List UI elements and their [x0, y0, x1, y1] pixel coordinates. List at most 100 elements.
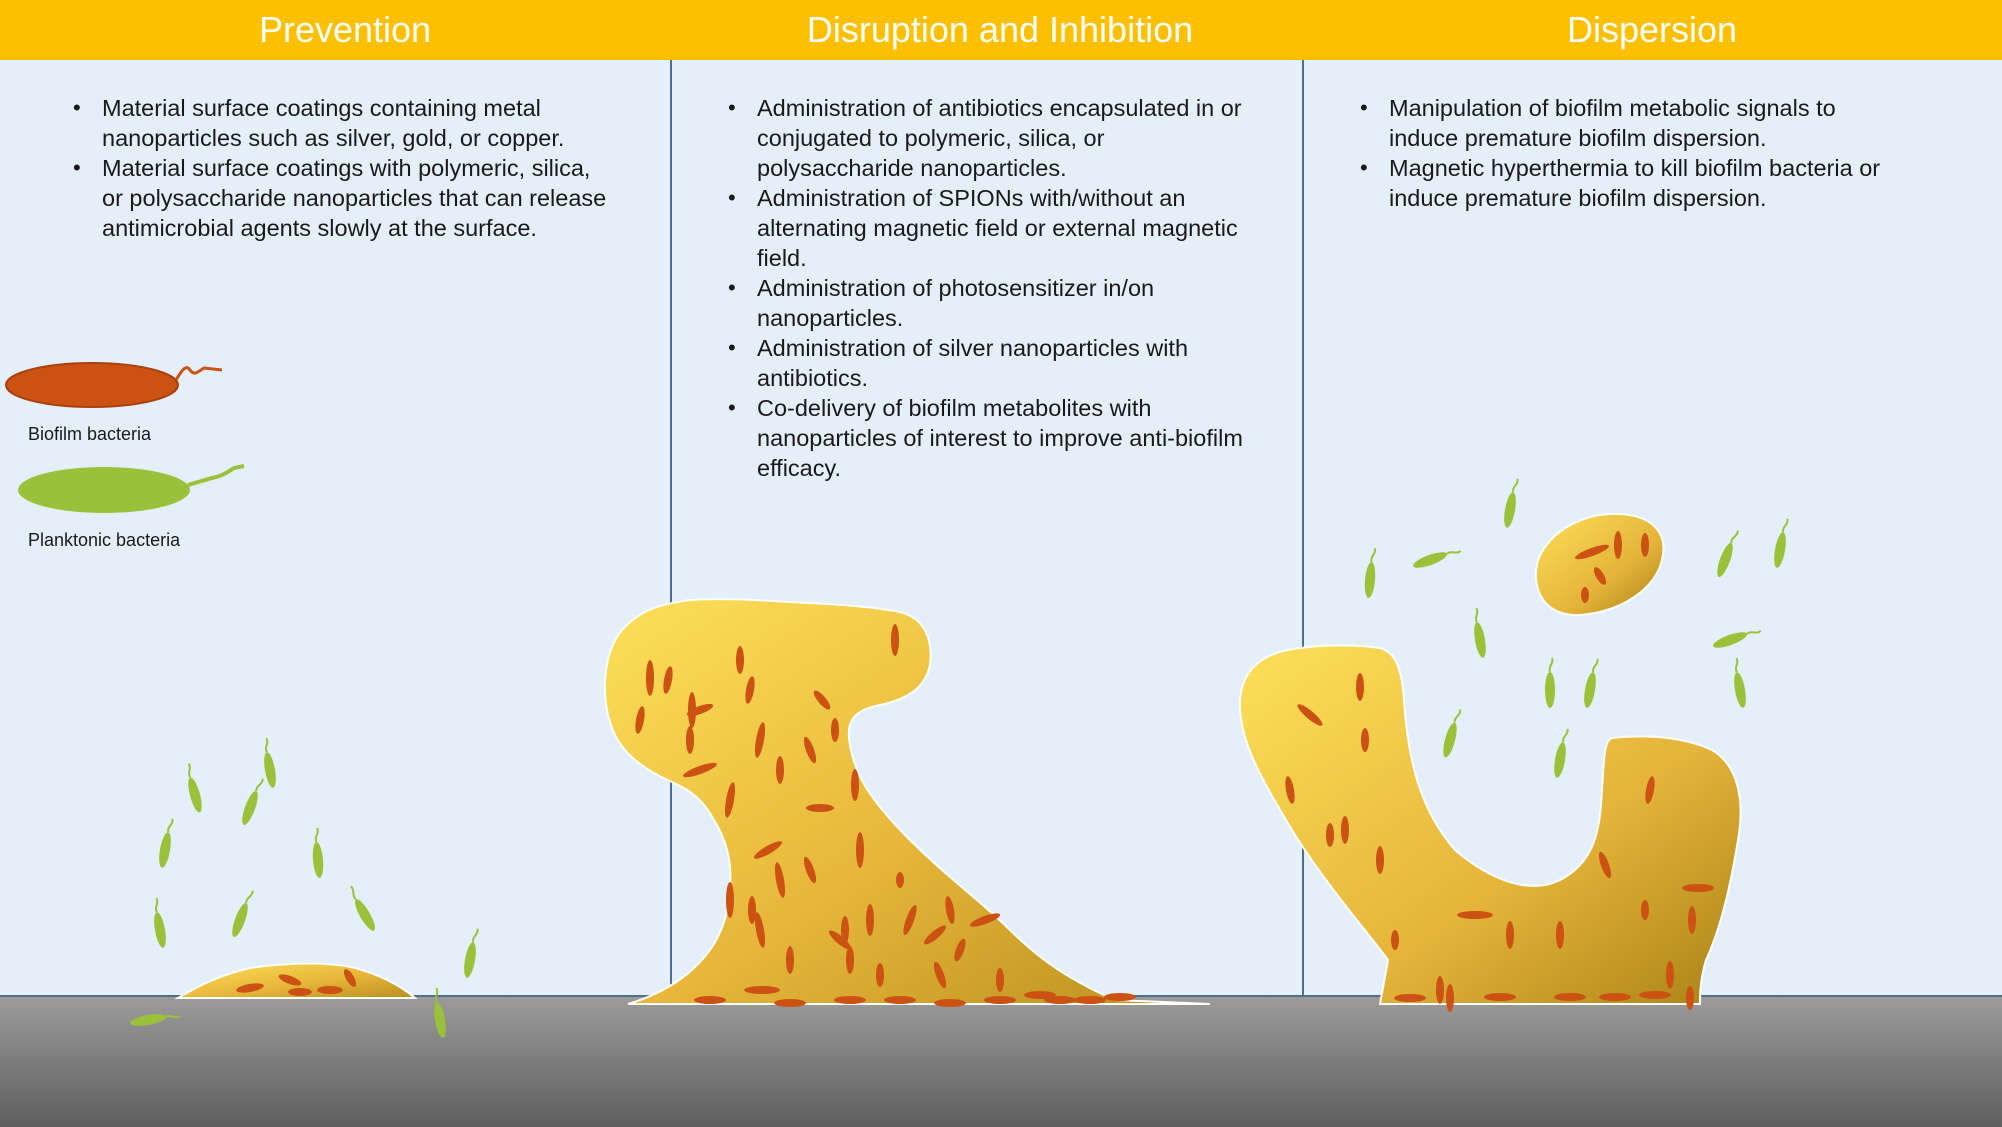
- planktonic-bacterium: [1474, 607, 1486, 658]
- biofilm-bacterium: [866, 904, 874, 936]
- panel-prevention: Material surface coatings containing met…: [0, 60, 670, 995]
- prevention-bullet-list: Material surface coatings containing met…: [73, 93, 613, 243]
- bullet-item: Administration of antibiotics encapsulat…: [728, 93, 1258, 183]
- biofilm-bacterium: [1391, 930, 1399, 950]
- biofilm-bacterium: [884, 996, 916, 1004]
- planktonic-bacterium: [464, 928, 479, 978]
- biofilm-bacterium: [846, 946, 854, 974]
- legend-biofilm-icon: [5, 362, 223, 408]
- biofilm-bacterium: [288, 988, 312, 996]
- biofilm-bacterium: [748, 896, 756, 924]
- biofilm-bacterium: [851, 769, 859, 801]
- planktonic-bacterium: [159, 818, 174, 868]
- biofilm-bacterium: [278, 974, 302, 986]
- biofilm-bacterium: [236, 983, 264, 993]
- biofilm-bacterium: [754, 912, 766, 948]
- planktonic-bacterium: [1364, 548, 1376, 598]
- planktonic-bacterium: [1712, 630, 1762, 648]
- biofilm-bacterium: [876, 963, 884, 987]
- biofilm-bacterium: [1484, 993, 1516, 1001]
- planktonic-bacterium: [1774, 518, 1789, 568]
- planktonic-bacterium: [1443, 709, 1462, 758]
- planktonic-bacterium: [264, 737, 276, 788]
- planktonic-bacterium: [1545, 657, 1555, 708]
- biofilm-bacterium: [317, 986, 343, 994]
- biofilm-bacterium: [754, 841, 782, 859]
- biofilm-bacterium: [745, 676, 755, 704]
- biofilm-bacterium: [1356, 673, 1364, 701]
- biofilm-bacterium: [803, 856, 817, 884]
- planktonic-bacterium: [232, 890, 254, 938]
- biofilm-bacterium: [683, 762, 717, 778]
- column-title-prevention: Prevention: [258, 9, 432, 50]
- biofilm-bacteria-group: [236, 531, 1714, 1012]
- biofilm-bacterium: [1645, 776, 1655, 804]
- biofilm-bacterium: [1024, 991, 1056, 999]
- biofilm-bacterium: [1376, 846, 1384, 874]
- biofilm-bacterium: [831, 718, 839, 742]
- planktonic-bacterium: [242, 778, 264, 826]
- biofilm-bacterium: [1457, 911, 1493, 919]
- biofilm-bacterium: [1285, 776, 1295, 804]
- biofilm-bacterium: [1682, 884, 1714, 892]
- bullet-item: Administration of silver nanoparticles w…: [728, 333, 1258, 393]
- planktonic-bacterium: [1554, 728, 1569, 778]
- biofilm-bacterium: [806, 804, 834, 812]
- biofilm-bacterium: [828, 930, 852, 950]
- biofilm-bacterium: [694, 996, 726, 1004]
- biofilm-bacterium: [1326, 823, 1334, 847]
- biofilm-bacterium: [343, 969, 357, 987]
- disruption-bullet-list: Administration of antibiotics encapsulat…: [728, 93, 1258, 483]
- material-surface: [0, 995, 2002, 1127]
- biofilm-bacterium: [1361, 728, 1369, 752]
- biofilm-bacterium: [1641, 533, 1649, 557]
- biofilm-bacterium: [803, 736, 817, 764]
- planktonic-bacterium: [1412, 550, 1462, 568]
- planktonic-bacterium: [434, 987, 446, 1038]
- planktonic-bacterium: [187, 763, 202, 813]
- biofilm-bacterium: [1297, 704, 1323, 726]
- biofilm-bacterium: [1598, 851, 1612, 879]
- biofilm-bacterium: [903, 904, 917, 936]
- biofilm-bacterium: [688, 692, 696, 728]
- biofilm-bacterium: [1666, 961, 1674, 989]
- biofilm-bacterium: [856, 832, 864, 868]
- legend-biofilm-label: Biofilm bacteria: [28, 424, 152, 444]
- biofilm-bacterium: [933, 961, 947, 989]
- biofilm-bacterium: [736, 646, 744, 674]
- bullet-item: Administration of photosensitizer in/on …: [728, 273, 1258, 333]
- biofilm-bacterium: [1688, 906, 1696, 934]
- column-title-dispersion: Dispersion: [1566, 9, 1738, 50]
- biofilm-bacterium: [1104, 993, 1136, 1001]
- biofilm-bacterium: [1044, 996, 1076, 1004]
- planktonic-bacterium: [1717, 530, 1739, 578]
- biofilm-bacterium: [1394, 994, 1426, 1002]
- biofilm-bacterium: [1575, 544, 1609, 560]
- bullet-item: Co-delivery of biofilm metabolites with …: [728, 393, 1258, 483]
- column-title-disruption: Disruption and Inhibition: [806, 9, 1194, 50]
- biofilm-bacterium: [1593, 567, 1607, 585]
- bullet-item: Manipulation of biofilm metabolic signal…: [1360, 93, 1900, 153]
- planktonic-bacterium: [1504, 478, 1519, 528]
- biofilm-bacterium: [1074, 996, 1106, 1004]
- biofilm-bacterium: [969, 913, 1001, 927]
- planktonic-bacterium: [130, 1014, 181, 1026]
- biofilm-bacterium: [1686, 986, 1694, 1010]
- biofilm-bacterium: [1554, 993, 1586, 1001]
- biofilm-bacterium: [635, 706, 645, 734]
- dispersion-bullet-list: Manipulation of biofilm metabolic signal…: [1360, 93, 1900, 213]
- biofilm-bacterium: [896, 872, 904, 888]
- biofilm-bacterium: [1556, 921, 1564, 949]
- biofilm-bacterium: [774, 862, 786, 898]
- biofilm-bacterium: [996, 968, 1004, 992]
- biofilm-bacterium: [923, 925, 947, 945]
- biofilm-bacterium: [1581, 587, 1589, 603]
- biofilm-bacterium: [663, 666, 673, 694]
- biofilm-disruption: [603, 598, 1211, 1005]
- biofilm-bacterium: [954, 938, 966, 962]
- biofilm-bacterium: [1641, 900, 1649, 920]
- bullet-item: Material surface coatings with polymeric…: [73, 153, 613, 243]
- planktonic-bacterium: [312, 827, 324, 878]
- biofilm-bacterium: [754, 722, 766, 758]
